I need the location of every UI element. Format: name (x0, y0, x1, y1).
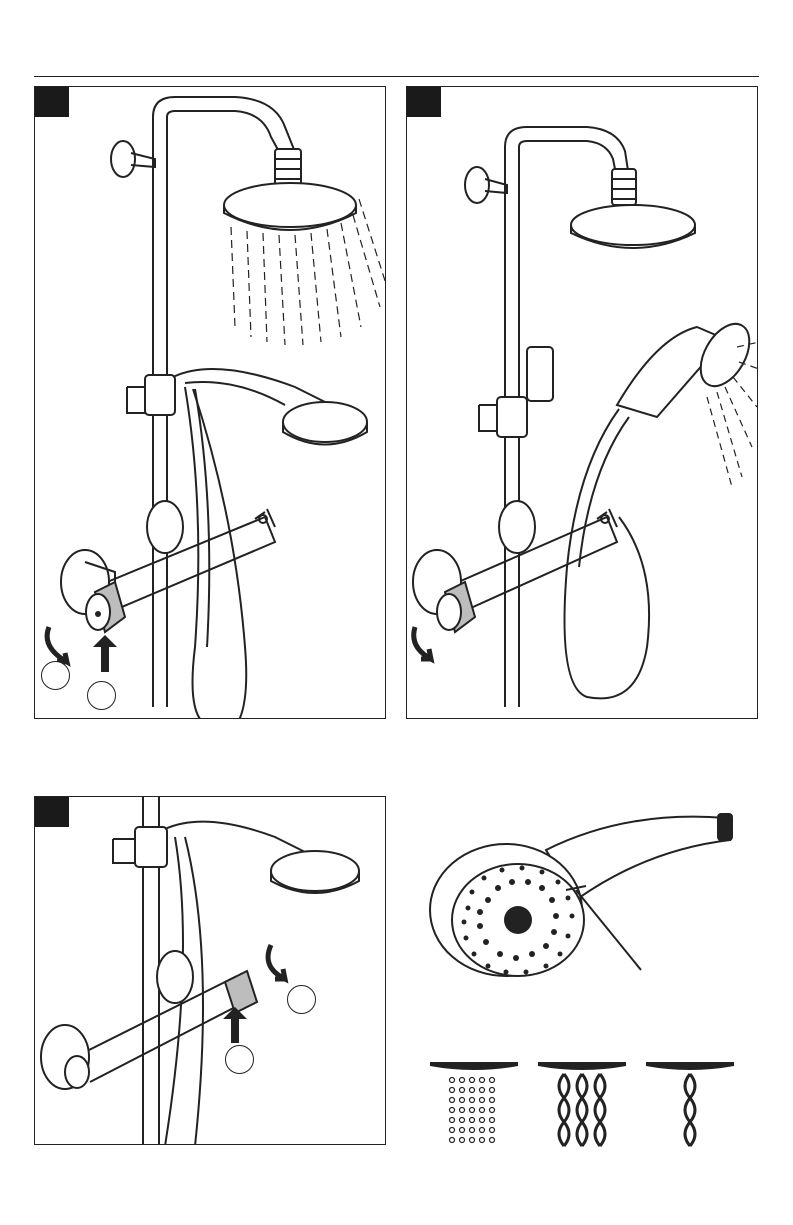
shower-column-icon (35, 87, 386, 719)
step-number-tab (407, 87, 441, 117)
step-panel-2 (406, 86, 758, 719)
spray-mode-massage-icon (536, 1060, 628, 1160)
callout-circle-b (225, 1045, 254, 1074)
callout-circle-b (87, 681, 116, 710)
step-panel-1 (34, 86, 386, 719)
callout-circle-a (41, 661, 70, 690)
step-number-tab (35, 797, 69, 827)
spray-mode-jet-icon (644, 1060, 736, 1160)
thermostat-icon (35, 797, 386, 1145)
spray-mode-rain-icon (428, 1060, 520, 1160)
step-number-tab (35, 87, 69, 117)
step-panel-3 (34, 796, 386, 1145)
callout-circle-a (287, 985, 316, 1014)
hand-shower-icon (407, 87, 758, 719)
header-rule (34, 76, 759, 77)
